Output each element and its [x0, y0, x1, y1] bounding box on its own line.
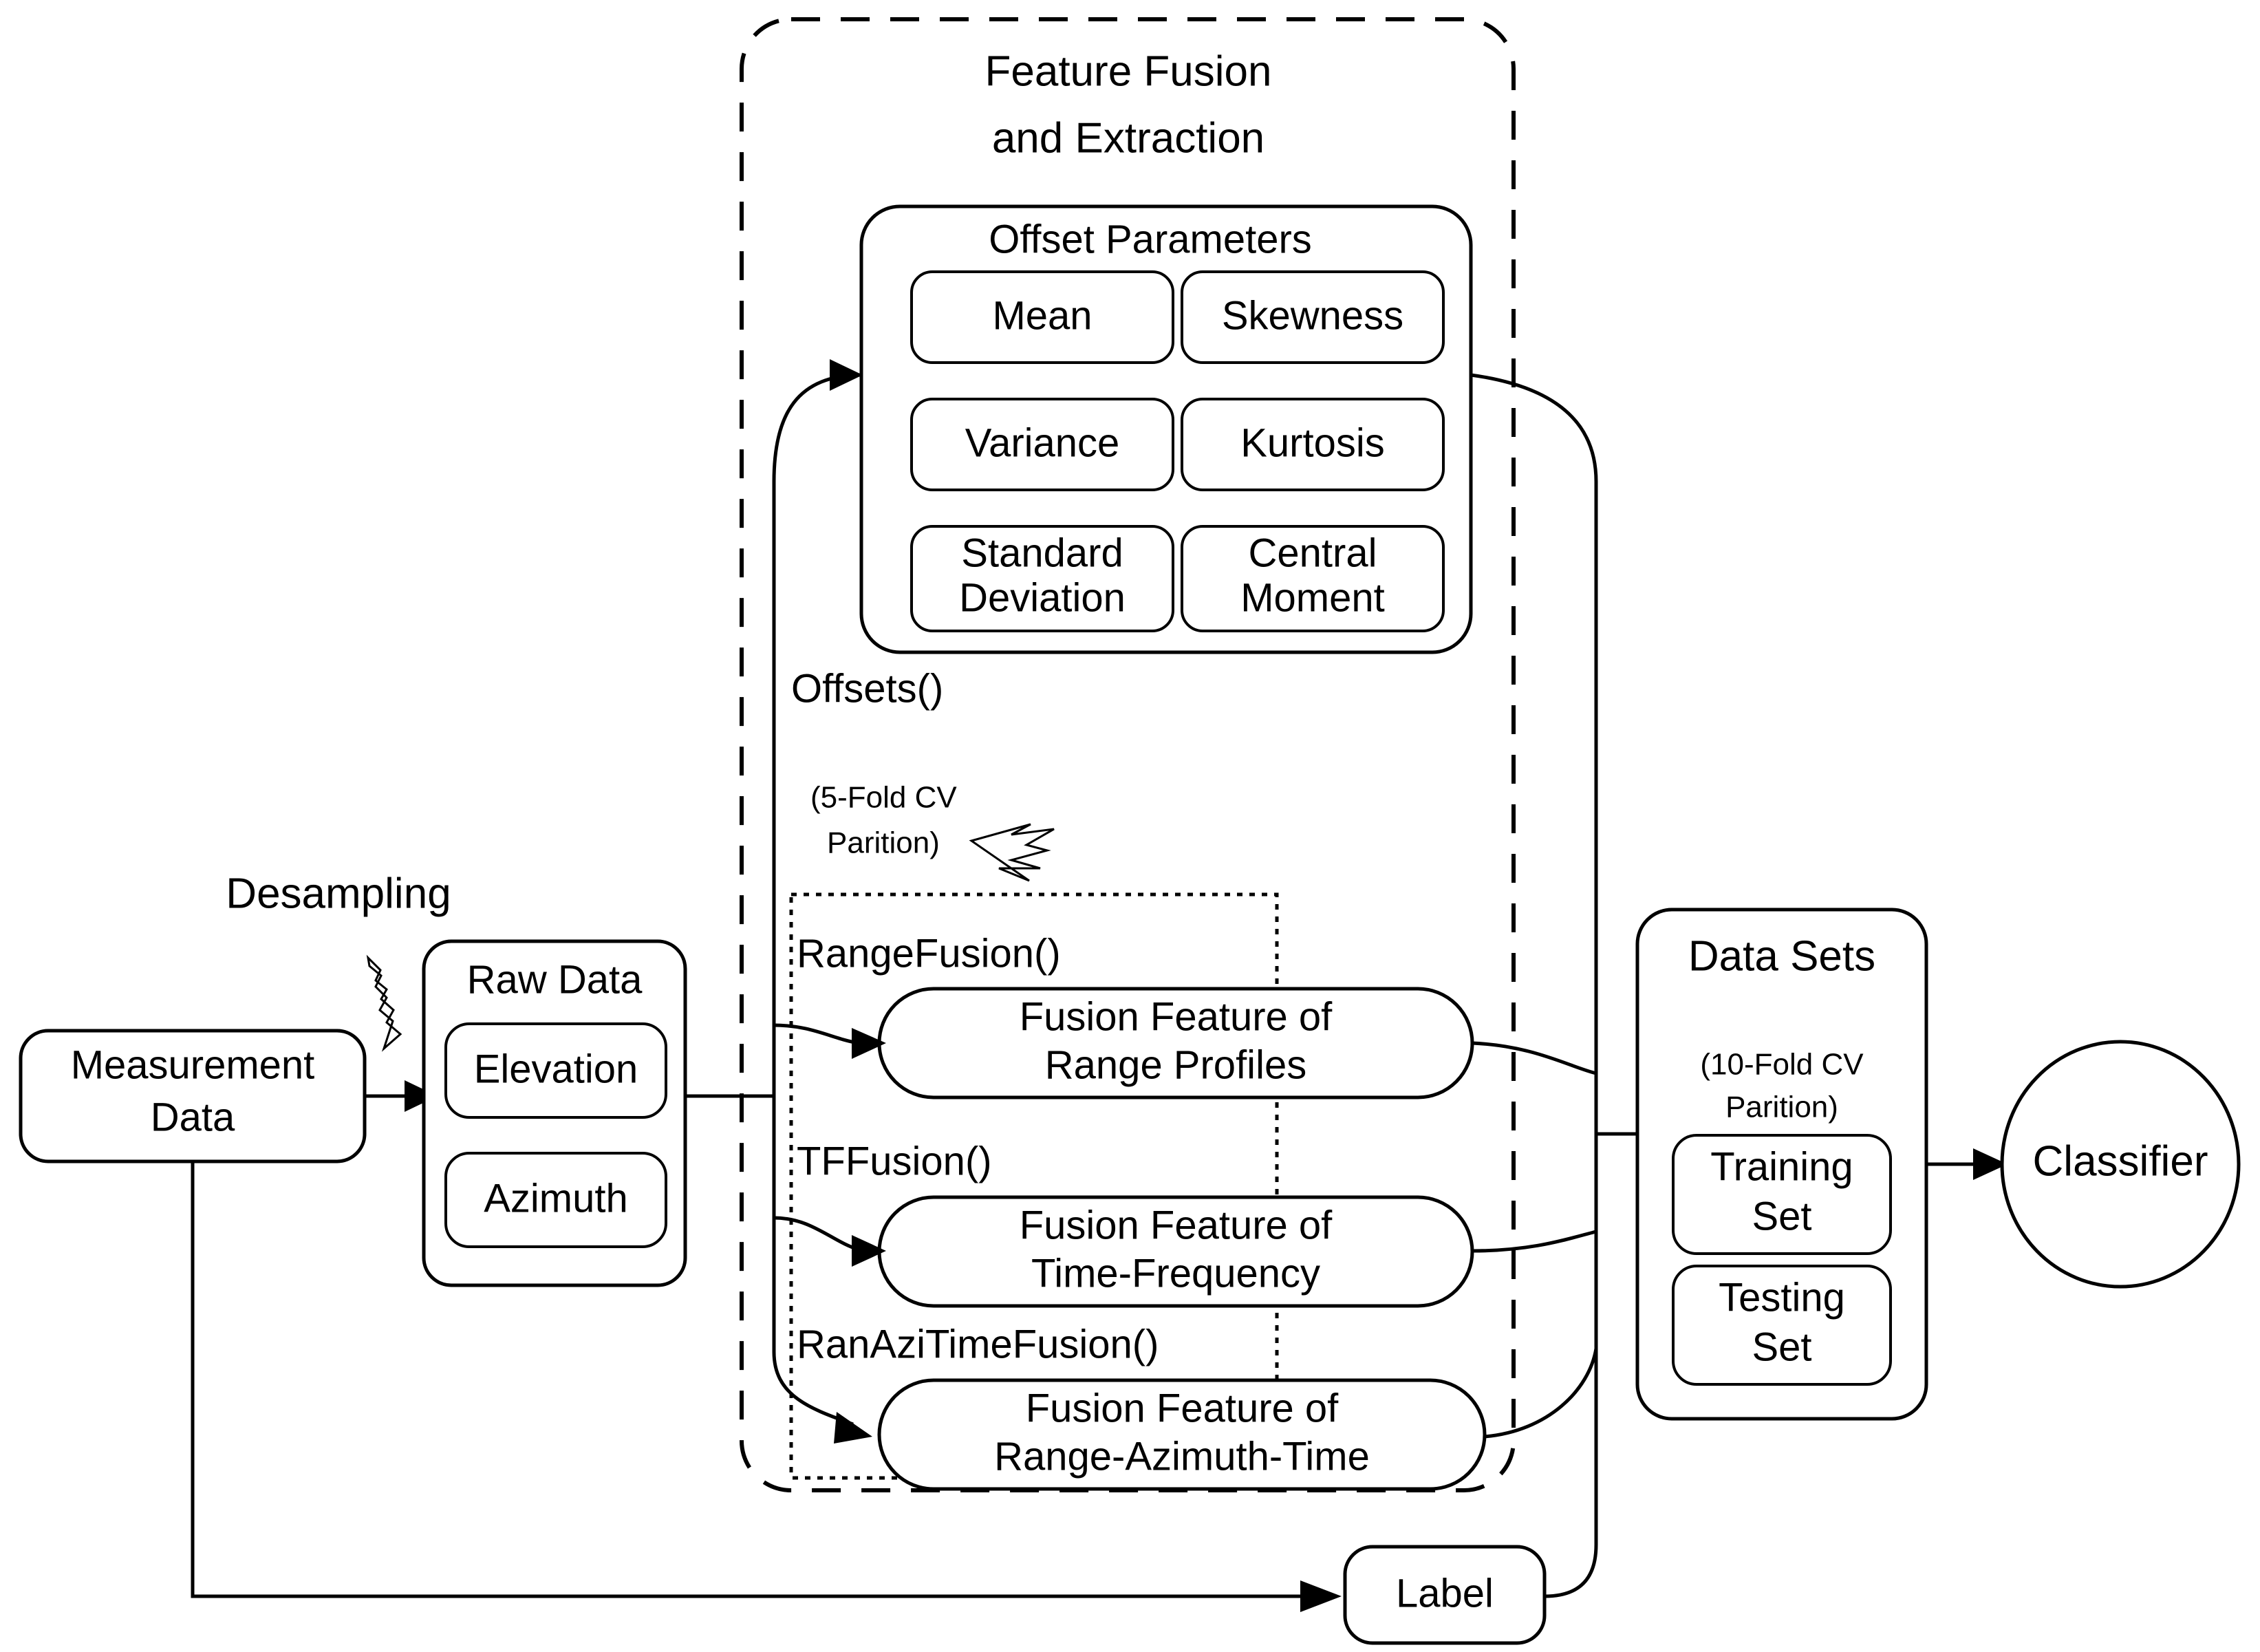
raw-data-item-azimuth[interactable]	[444, 1152, 667, 1248]
offset-param-kurtosis-label: Kurtosis	[1240, 420, 1385, 465]
offset-parameters-title: Offset Parameters	[989, 217, 1312, 261]
offset-param-central-moment-line1: Central	[1249, 530, 1377, 575]
measurement-data-line2: Data	[151, 1095, 235, 1139]
raw-data-item-azimuth-label: Azimuth	[484, 1176, 628, 1221]
range-azimuth-time-to-collector-connector	[1484, 1348, 1598, 1439]
feature-fusion-title-line1: Feature Fusion	[985, 47, 1272, 95]
feature-fusion-title-line2: and Extraction	[992, 114, 1264, 162]
fusion-feature-range-profiles-line1: Fusion Feature of	[1020, 994, 1333, 1039]
range-fusion-function-label: RangeFusion()	[797, 931, 1061, 976]
measurement-to-label-arrowhead	[1300, 1580, 1342, 1612]
cv-note-line1: (5-Fold CV	[810, 781, 957, 815]
bus-to-range-fusion-arrowhead	[852, 1028, 886, 1059]
cv-lightning-bolt-icon	[969, 823, 1055, 882]
offset-param-mean[interactable]	[910, 270, 1174, 364]
offset-param-variance-label: Variance	[965, 420, 1120, 465]
bus-to-ran-azi-time-fusion-arrowhead	[834, 1412, 872, 1444]
data-sets-item-training-set-line2: Set	[1752, 1194, 1811, 1238]
data-sets-note-line1: (10-Fold CV	[1700, 1048, 1864, 1082]
cv-partition-region	[789, 892, 1279, 1480]
data-sets-item-testing-set-line2: Set	[1752, 1324, 1811, 1369]
measurement-to-raw-arrowhead	[405, 1080, 438, 1112]
desampling-label: Desampling	[226, 870, 451, 917]
data-sets-to-classifier-arrowhead	[1973, 1148, 2008, 1180]
classifier-node[interactable]	[2000, 1040, 2241, 1289]
data-sets-item-training-set[interactable]	[1672, 1134, 1892, 1255]
bus-to-tf-fusion-arrowhead	[852, 1235, 886, 1267]
offset-param-central-moment-line2: Moment	[1240, 575, 1385, 620]
desampling-lightning-bolt-icon	[366, 954, 402, 1052]
offset-param-variance[interactable]	[910, 398, 1174, 491]
offset-param-standard-deviation-line2: Deviation	[959, 575, 1126, 620]
classifier-label: Classifier	[2033, 1137, 2208, 1185]
fusion-feature-range-azimuth-time-line1: Fusion Feature of	[1026, 1386, 1339, 1430]
offset-param-kurtosis[interactable]	[1181, 398, 1445, 491]
offset-param-skewness-label: Skewness	[1222, 293, 1403, 338]
label-node-label: Label	[1396, 1571, 1494, 1616]
range-profiles-to-collector-connector	[1472, 1041, 1597, 1075]
fusion-feature-time-frequency-line2: Time-Frequency	[1031, 1251, 1320, 1296]
bus-to-range-fusion-connector	[773, 1023, 859, 1045]
data-sets-item-training-set-line1: Training	[1710, 1144, 1853, 1189]
data-sets-title: Data Sets	[1688, 932, 1875, 980]
offset-parameters-to-collector-connector	[1470, 373, 1598, 482]
offset-param-standard-deviation-line1: Standard	[961, 530, 1123, 575]
raw-data-title: Raw Data	[467, 957, 643, 1002]
tf-fusion-function-label: TFFusion()	[797, 1139, 992, 1183]
raw-data-item-elevation-label: Elevation	[474, 1047, 638, 1091]
cv-note-line2: Parition)	[827, 826, 940, 860]
fusion-feature-range-profiles-line2: Range Profiles	[1045, 1042, 1306, 1087]
measurement-data-line1: Measurement	[71, 1042, 315, 1087]
fusion-feature-range-azimuth-time-line2: Range-Azimuth-Time	[994, 1434, 1370, 1479]
bus-to-tf-fusion-connector	[773, 1216, 859, 1252]
offset-param-standard-deviation[interactable]	[910, 525, 1174, 632]
offset-param-central-moment[interactable]	[1181, 525, 1445, 632]
label-node-box[interactable]	[1343, 1545, 1547, 1645]
bus-to-offset-parameters-connector	[772, 373, 862, 482]
time-frequency-to-collector-connector	[1472, 1230, 1597, 1253]
offset-param-skewness[interactable]	[1181, 270, 1445, 364]
raw-data-item-elevation[interactable]	[444, 1022, 667, 1119]
fusion-feature-time-frequency-line1: Fusion Feature of	[1020, 1203, 1333, 1247]
ran-azi-time-fusion-function-label: RanAziTimeFusion()	[797, 1322, 1159, 1366]
offsets-function-label: Offsets()	[791, 666, 943, 711]
data-sets-note-line2: Parition)	[1725, 1091, 1838, 1124]
measurement-to-label-connector	[191, 1161, 1300, 1598]
offset-param-mean-label: Mean	[992, 293, 1092, 338]
data-sets-item-testing-set[interactable]	[1672, 1265, 1892, 1386]
fusion-feature-range-azimuth-time-box[interactable]	[877, 1378, 1487, 1491]
data-sets-item-testing-set-line1: Testing	[1719, 1275, 1845, 1320]
bus-to-offset-parameters-arrowhead	[830, 359, 863, 391]
collector-to-label-connector	[1544, 1544, 1598, 1598]
